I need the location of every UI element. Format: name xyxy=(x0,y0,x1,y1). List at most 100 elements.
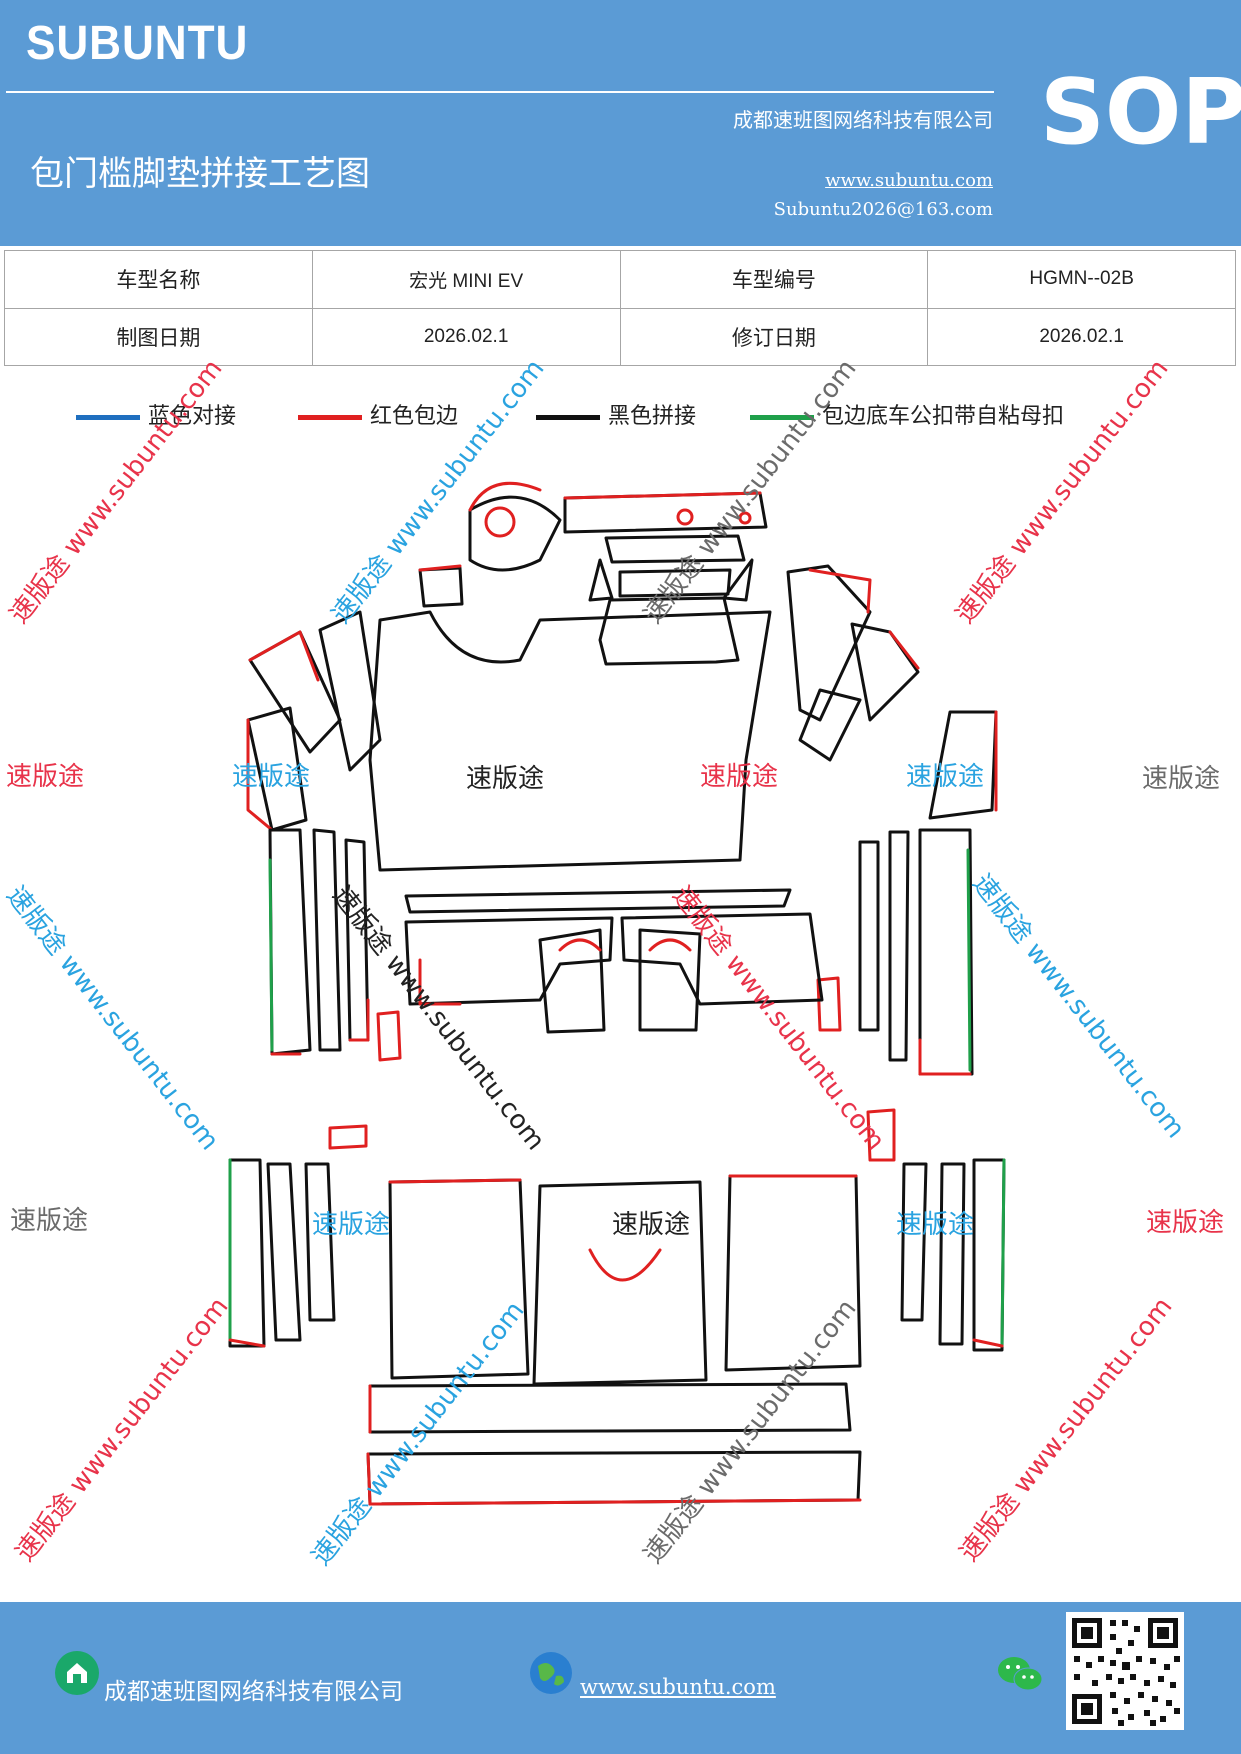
draw-date-value: 2026.02.1 xyxy=(311,307,621,366)
watermark: 速版途 xyxy=(700,762,779,792)
revise-date-label: 修订日期 xyxy=(619,307,929,366)
tray-piece xyxy=(588,558,614,602)
legend-swatch-black xyxy=(536,414,600,420)
legend-green: 包边底车公扣带自粘母扣 xyxy=(750,400,1064,434)
second-left-rail xyxy=(228,1158,266,1348)
left-side-piece xyxy=(318,610,382,772)
legend-red: 红色包边 xyxy=(298,400,458,434)
front-tunnel-right xyxy=(638,928,702,1032)
seat-hole xyxy=(484,506,516,538)
watermark: 速版途 xyxy=(896,1210,975,1240)
right-rail-green xyxy=(966,848,972,1072)
table-row: 车型名称 宏光 MINI EV 车型编号 HGMN--02B xyxy=(4,250,1236,309)
floor-edge-red xyxy=(418,564,462,572)
legend-black: 黑色拼接 xyxy=(536,400,696,434)
watermark: 速版途 xyxy=(10,1206,89,1236)
model-name-value: 宏光 MINI EV xyxy=(311,250,621,309)
watermark: 速版途 xyxy=(6,762,85,792)
qr-code xyxy=(1066,1612,1184,1730)
wechat-icon xyxy=(998,1657,1043,1691)
table-row: 制图日期 2026.02.1 修订日期 2026.02.1 xyxy=(4,307,1236,366)
left-rail-green xyxy=(268,858,274,1052)
watermark: 速版途 xyxy=(1146,1208,1225,1238)
front-left-mat xyxy=(404,916,614,1006)
front-tunnel-left-edge xyxy=(558,938,602,952)
right-side-piece xyxy=(786,564,872,722)
second-right-rail xyxy=(900,1162,928,1322)
second-tunnel-edge xyxy=(588,1248,662,1282)
front-left-mat-edge xyxy=(418,958,462,1006)
second-left-rail-red xyxy=(228,1338,266,1348)
brand-logo: SUBUNTU xyxy=(26,17,249,70)
watermark: 速版途 xyxy=(232,762,311,792)
rear-panel-edge xyxy=(563,491,762,500)
revise-date-value: 2026.02.1 xyxy=(927,307,1236,366)
right-rail-piece xyxy=(858,840,880,1032)
bottom-strip xyxy=(366,1450,862,1506)
right-door-piece xyxy=(928,710,998,820)
right-rail-piece xyxy=(888,830,910,1062)
seat-arch-edge xyxy=(468,481,542,512)
left-side-edge xyxy=(248,630,320,682)
second-right-rail xyxy=(972,1158,1006,1352)
watermark: 速版途 xyxy=(906,762,985,792)
left-rail-piece xyxy=(268,828,312,1056)
left-rail-piece xyxy=(312,828,342,1052)
tray-piece xyxy=(604,534,746,564)
header-company: 成都速班图网络科技有限公司 xyxy=(733,108,993,132)
right-side-edge xyxy=(888,630,920,670)
info-table: 车型名称 宏光 MINI EV 车型编号 HGMN--02B 制图日期 2026… xyxy=(4,250,1236,366)
seat-arch-piece xyxy=(468,495,562,572)
model-code-value: HGMN--02B xyxy=(927,250,1236,309)
floor-edge-piece xyxy=(418,566,464,608)
front-tunnel-left xyxy=(538,928,606,1034)
watermark: 速版途 xyxy=(1142,764,1221,794)
mount-hole xyxy=(676,508,694,526)
main-floor-panel xyxy=(368,610,772,872)
left-rail-red xyxy=(348,998,370,1042)
left-door-piece xyxy=(246,706,308,832)
legend-label: 蓝色对接 xyxy=(148,404,237,429)
watermark: 速版途 xyxy=(612,1210,691,1240)
right-rail-piece xyxy=(918,828,974,1076)
tray-piece xyxy=(722,558,754,602)
front-tunnel-right-edge xyxy=(648,938,692,952)
model-name-label: 车型名称 xyxy=(4,250,313,309)
second-right-rail-red xyxy=(972,1338,1004,1348)
legend-label: 包边底车公扣带自粘母扣 xyxy=(822,404,1065,429)
left-small-piece xyxy=(376,1010,402,1062)
legend-label: 黑色拼接 xyxy=(608,404,697,429)
second-tunnel xyxy=(532,1180,708,1386)
legend-swatch-blue xyxy=(76,414,140,420)
right-small-piece xyxy=(816,976,842,1032)
legend-swatch-red xyxy=(298,414,362,420)
building-icon xyxy=(55,1651,99,1695)
front-tray-piece xyxy=(404,888,792,914)
sop-badge: SOP xyxy=(1040,60,1241,165)
watermark: 速版途 xyxy=(466,764,545,794)
page-title: 包门槛脚垫拼接工艺图 xyxy=(30,154,370,194)
legend-label: 红色包边 xyxy=(370,404,459,429)
legend-blue: 蓝色对接 xyxy=(76,400,236,434)
second-left-rail xyxy=(304,1162,336,1322)
right-side-edge xyxy=(808,568,872,614)
header-email: Subuntu2026@163.com xyxy=(773,199,993,220)
watermark: 速版途 xyxy=(312,1210,391,1240)
second-right-small xyxy=(866,1108,896,1162)
globe-icon xyxy=(530,1652,572,1694)
header-banner: SUBUNTU SOP 成都速班图网络科技有限公司 包门槛脚垫拼接工艺图 www… xyxy=(0,0,1241,246)
model-code-label: 车型编号 xyxy=(619,250,929,309)
draw-date-label: 制图日期 xyxy=(4,307,313,366)
header-website-link[interactable]: www.subuntu.com xyxy=(825,170,993,191)
footer-website-link[interactable]: www.subuntu.com xyxy=(580,1675,776,1699)
center-console-piece xyxy=(598,596,740,666)
right-rail-red xyxy=(918,1038,972,1076)
footer-company: 成都速班图网络科技有限公司 xyxy=(104,1679,403,1705)
second-left-rail xyxy=(266,1162,302,1342)
header-divider xyxy=(6,91,994,93)
second-right-rail-green xyxy=(1000,1158,1006,1348)
second-right-rail xyxy=(938,1162,966,1346)
mount-hole xyxy=(738,511,752,525)
right-side-piece xyxy=(798,688,862,762)
